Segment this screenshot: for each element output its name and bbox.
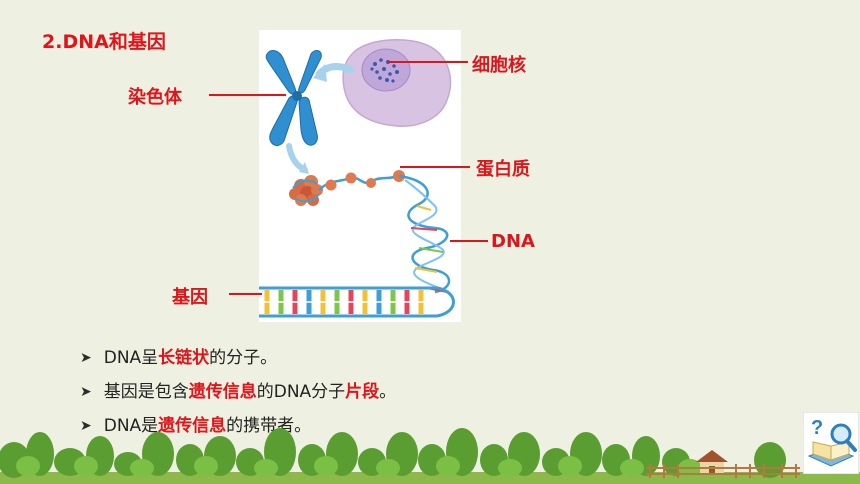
bullet-part: 的携带者。 <box>226 416 312 436</box>
bullet-part: DNA是 <box>103 416 159 436</box>
arrow-bullet-icon: ➤ <box>80 350 92 366</box>
bullet-part: 基因是包含 <box>103 382 189 402</box>
tree-border-decoration <box>0 428 860 484</box>
chromatin-cluster <box>289 175 323 206</box>
bullet-highlight: 遗传信息 <box>158 416 227 436</box>
bullet-part: 。 <box>379 382 397 402</box>
bullet-highlight: 长链状 <box>158 348 210 368</box>
arrow-bullet-icon: ➤ <box>80 418 92 434</box>
bullet-part: DNA呈 <box>103 348 159 368</box>
label-chromosome: 染色体 <box>128 87 182 108</box>
arrow-bullet-icon: ➤ <box>80 384 92 400</box>
bullet-part: 的分子。 <box>209 348 278 368</box>
bullet-item: ➤ 基因是包含遗传信息的DNA分子片段。 <box>80 377 396 402</box>
house-illustration <box>696 450 728 474</box>
question-magnifier-icon[interactable]: ? <box>803 412 859 474</box>
dna-ladder <box>259 286 455 318</box>
label-nucleus: 细胞核 <box>472 55 526 76</box>
bullet-highlight: 遗传信息 <box>188 382 257 402</box>
bullet-part: 的DNA分子 <box>256 382 346 402</box>
bullet-highlight: 片段 <box>345 382 380 402</box>
bullet-item: ➤ DNA是遗传信息的携带者。 <box>80 411 311 436</box>
label-gene: 基因 <box>172 287 208 308</box>
bullet-item: ➤ DNA呈长链状的分子。 <box>80 343 277 368</box>
label-protein: 蛋白质 <box>476 159 530 180</box>
label-dna: DNA <box>491 231 535 252</box>
slide-title: 2.DNA和基因 <box>42 31 166 53</box>
svg-text:?: ? <box>811 417 823 439</box>
